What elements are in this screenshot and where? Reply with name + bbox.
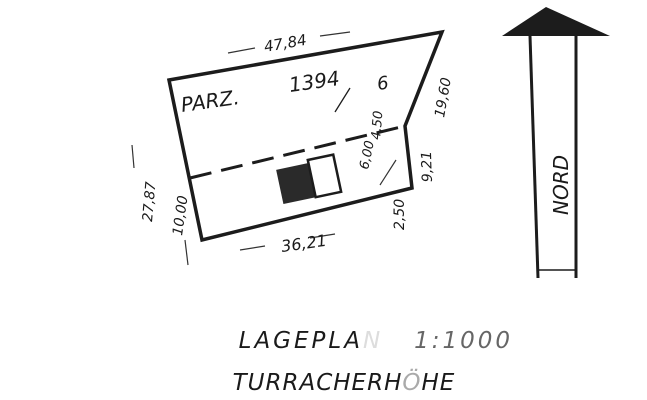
plan-location: TURRACHERHÖHE	[216, 344, 455, 396]
dim-bottom: 36,21	[280, 231, 328, 256]
plan-title-text: LAGEPLA	[238, 328, 363, 354]
north-arrow-head	[502, 7, 610, 36]
location-text-b: HE	[421, 370, 456, 396]
plan-scale: 1:1000	[414, 328, 514, 354]
dim-top: 47,84	[263, 31, 308, 56]
dim-setback-b: 4,50	[369, 110, 386, 140]
dim-right-upper: 19,60	[432, 76, 455, 118]
parcel-label: PARZ.	[179, 85, 240, 117]
location-text-a: TURRACHERH	[232, 370, 403, 396]
dim-left-lower: 10,00	[170, 195, 191, 237]
dim-setback-a: 6,00	[357, 139, 378, 170]
building	[276, 153, 343, 205]
plan-title-faded: N	[362, 328, 384, 354]
building-line	[189, 124, 406, 180]
parcel-number-sub: 6	[376, 73, 390, 95]
dim-left-total: 27,87	[140, 181, 159, 222]
north-label: NORD	[549, 155, 573, 215]
location-text-faded: Ö	[402, 370, 422, 396]
dimension-lines	[131, 31, 397, 266]
north-arrow: NORD	[502, 7, 610, 279]
plan-title: LAGEPLAN 1:1000	[218, 302, 513, 354]
parcel-number: 1394	[287, 66, 341, 97]
parcel-number-slash	[334, 87, 351, 113]
building-existing	[276, 162, 316, 205]
parcel-boundary	[166, 29, 445, 243]
dim-setback-c: 2,50	[392, 199, 408, 230]
building-extension	[306, 153, 343, 199]
dim-right-lower: 9,21	[419, 151, 436, 183]
